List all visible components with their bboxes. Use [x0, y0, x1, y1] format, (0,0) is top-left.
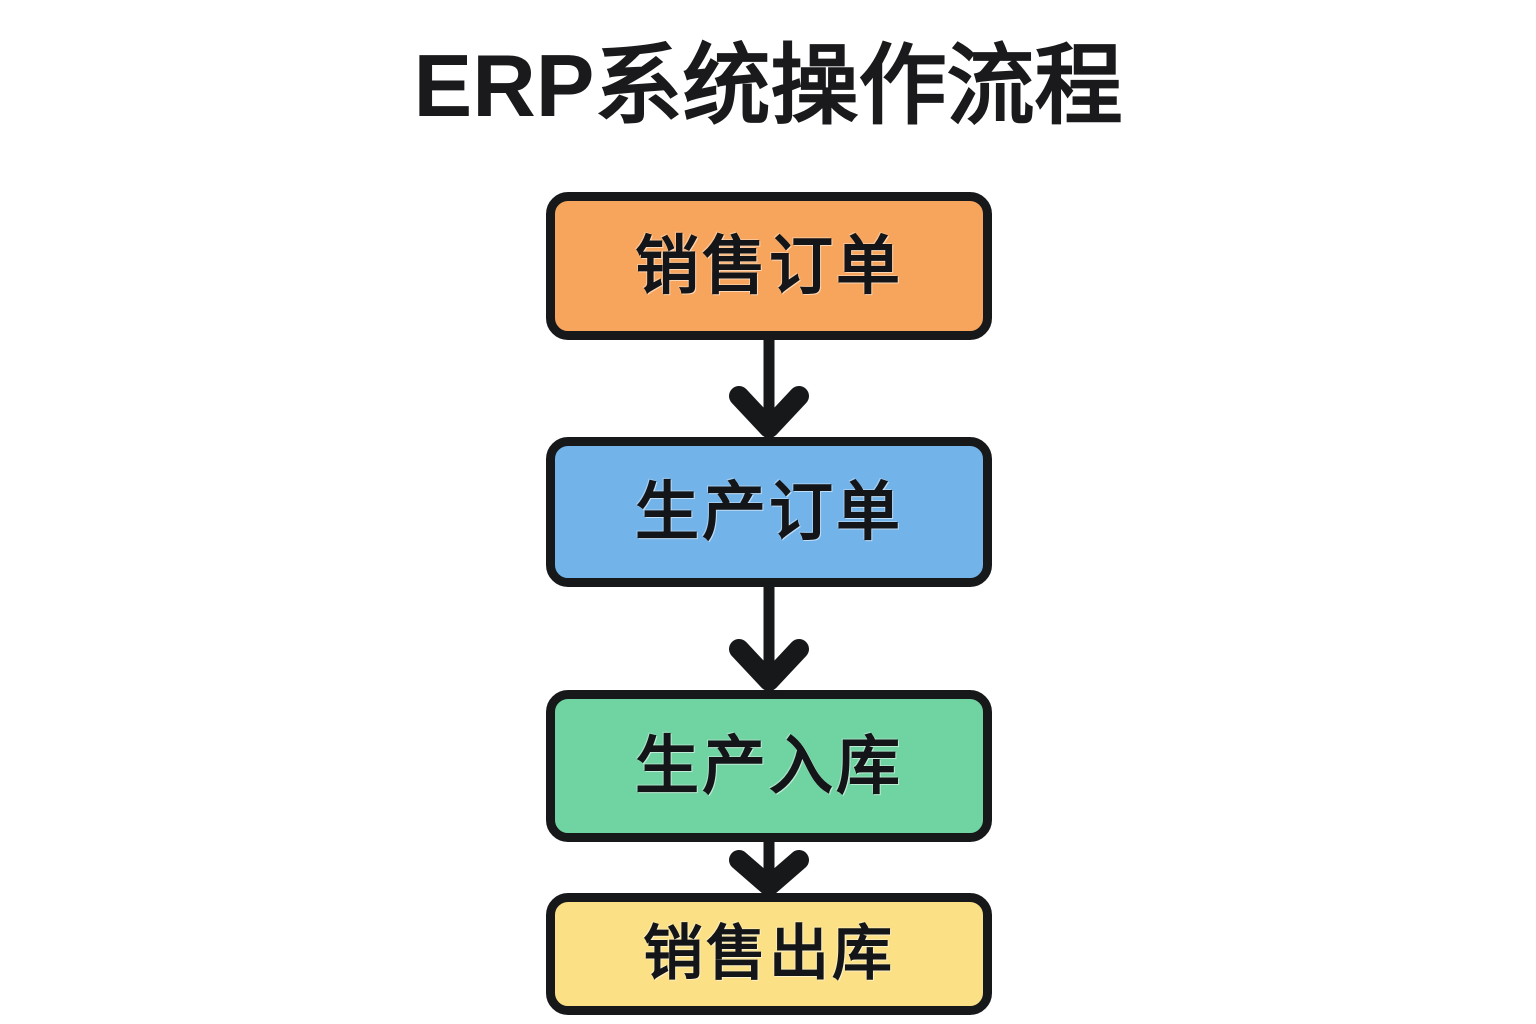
- flow-node-label: 生产入库: [635, 730, 903, 802]
- flow-node-sales-outbound[interactable]: 销售出库: [546, 893, 992, 1015]
- flow-node-label: 销售订单: [635, 230, 903, 302]
- page-title: ERP系统操作流程: [413, 36, 1123, 135]
- arrow-down-icon: [723, 585, 815, 692]
- arrow-down-glyph: [729, 338, 809, 438]
- flow-node-label: 生产订单: [635, 476, 903, 548]
- arrow-down-icon: [723, 338, 815, 439]
- flow-node-production-order[interactable]: 生产订单: [546, 437, 992, 587]
- flow-node-label: 销售出库: [643, 920, 895, 987]
- arrow-down-glyph: [729, 585, 809, 691]
- flow-node-production-inbound[interactable]: 生产入库: [546, 690, 992, 842]
- flow-node-sales-order[interactable]: 销售订单: [546, 192, 992, 340]
- arrow-down-glyph: [729, 840, 809, 895]
- arrow-down-icon: [723, 840, 815, 895]
